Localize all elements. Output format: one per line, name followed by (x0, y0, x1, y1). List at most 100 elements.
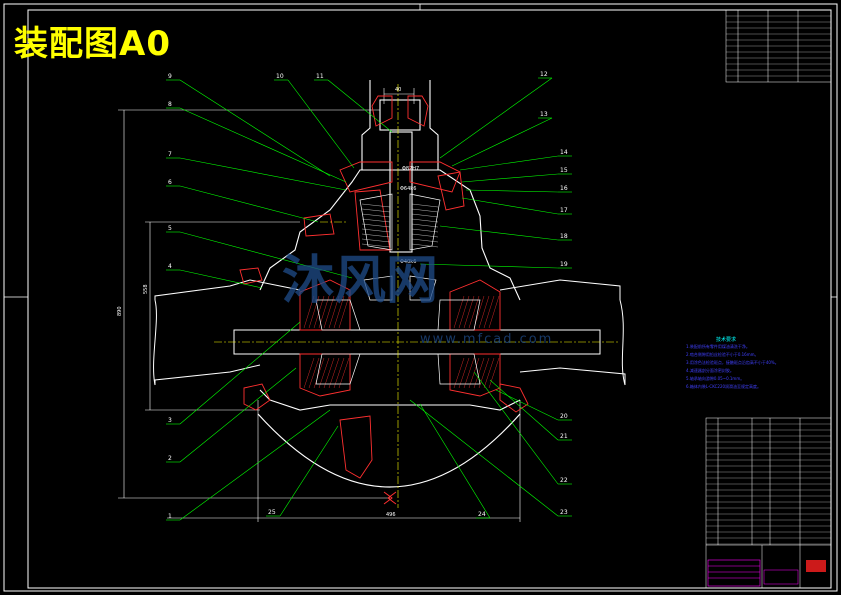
part-number-label: 3 (168, 417, 172, 424)
gear-tooth-line (411, 203, 439, 208)
hatch-line (463, 295, 475, 329)
part-number-label: 17 (560, 207, 568, 214)
tech-req-line: 4.减速器剖分面涂密封胶。 (686, 368, 734, 373)
hatch-line (483, 357, 495, 389)
part-number-label: 10 (276, 73, 284, 80)
leader-line (179, 157, 347, 191)
leader-line (327, 79, 393, 133)
hatch-line (468, 357, 480, 389)
gear-tooth-line (361, 223, 391, 228)
gear-tooth-line (361, 243, 391, 248)
leader-line (279, 425, 339, 517)
leader-line (439, 225, 559, 241)
gear-tooth-line (411, 233, 439, 238)
gear-tooth-line (361, 238, 391, 243)
technical-requirements: 技术要求 1.装配前所有零件用煤油清洗干净。 2.啮合侧隙用铅丝检验不小于0.1… (686, 336, 796, 391)
hatch-line (463, 357, 475, 389)
gear-tooth-line (411, 208, 439, 213)
hatch-line (453, 357, 465, 389)
part-number-label: 1 (168, 513, 172, 520)
hatch-line (483, 295, 495, 329)
watermark-url: www.mfcad.com (420, 332, 554, 347)
gear-tooth-line (361, 228, 391, 233)
dim-shaft-fit: Φ64k6 (400, 186, 416, 192)
hatch-line (478, 357, 490, 389)
tech-req-line: 5.轴承轴向游隙0.05~0.1mm。 (686, 376, 745, 381)
leader-line (419, 403, 491, 519)
gear-tooth-line (361, 218, 391, 223)
dim-bottom-width: 496 (386, 512, 396, 518)
gear-tooth-line (411, 218, 439, 223)
sheet-title: 装配图A0 (14, 24, 171, 64)
dim-height-outer: 890 (117, 306, 123, 316)
tech-req-line: 2.啮合侧隙用铅丝检验不小于0.16mm。 (686, 352, 759, 357)
leader-line (461, 197, 559, 215)
hatch-line (453, 295, 465, 329)
drawing-frame (27, 9, 832, 589)
part-number-label: 24 (478, 511, 486, 518)
hatch-line (338, 295, 350, 329)
dim-height-inner: 558 (143, 284, 149, 294)
leader-line (179, 185, 319, 223)
leader-line (287, 79, 355, 169)
hatch-line (303, 357, 315, 389)
hatch-line (313, 357, 325, 389)
title-block (707, 559, 826, 587)
part-number-label: 9 (168, 73, 172, 80)
part-number-label: 11 (316, 73, 324, 80)
part-number-label: 6 (168, 179, 172, 186)
leader-line (179, 107, 347, 183)
leader-line (179, 409, 331, 521)
hatch-line (323, 357, 335, 389)
bevel-gears (315, 193, 481, 385)
part-number-label: 2 (168, 455, 172, 462)
dim-bore-fit: Φ82H7 (402, 166, 419, 172)
gear-tooth-line (361, 203, 391, 208)
part-number-label: 7 (168, 151, 172, 158)
gear-tooth-line (361, 208, 391, 213)
leader-line (419, 263, 559, 269)
part-number-label: 15 (560, 167, 568, 174)
hatch-line (473, 357, 485, 389)
tech-req-line: 1.装配前所有零件用煤油清洗干净。 (686, 344, 750, 349)
leader-line (179, 367, 297, 463)
axle-housing (153, 279, 626, 386)
hatch-line (333, 295, 345, 329)
part-number-label: 14 (560, 149, 568, 156)
part-number-label: 16 (560, 185, 568, 192)
hatch-line (458, 295, 470, 329)
sheet-border (3, 3, 838, 592)
bottom-arrow (383, 491, 397, 505)
part-number-label: 23 (560, 509, 568, 516)
part-number-label: 25 (268, 509, 276, 516)
gear-tooth-line (361, 233, 391, 238)
leader-line (495, 389, 559, 421)
hatch-line (488, 295, 500, 329)
parts-list-table (705, 417, 832, 589)
hatch-line (338, 357, 350, 389)
part-number-label: 18 (560, 233, 568, 240)
hatch-line (308, 357, 320, 389)
part-number-label: 21 (560, 433, 568, 440)
hatch-line (318, 357, 330, 389)
gear-tooth-line (411, 213, 439, 218)
dim-lower-fit: Φ40k6 (400, 259, 416, 265)
hatch-line (303, 295, 315, 329)
leader-line (439, 77, 553, 159)
hatch-line (328, 295, 340, 329)
leader-line (489, 379, 559, 441)
hatch-line (488, 357, 500, 389)
hatch-line (313, 295, 325, 329)
part-number-label: 22 (560, 477, 568, 484)
gear-tooth-line (411, 238, 439, 243)
part-number-label: 20 (560, 413, 568, 420)
hatch-line (328, 357, 340, 389)
leader-line (179, 231, 353, 279)
tech-req-heading: 技术要求 (716, 337, 737, 343)
part-number-label: 13 (540, 111, 548, 118)
dimension-lines (118, 88, 521, 522)
leader-line (473, 371, 559, 485)
leader-line (459, 155, 559, 171)
part-number-label: 12 (540, 71, 548, 78)
